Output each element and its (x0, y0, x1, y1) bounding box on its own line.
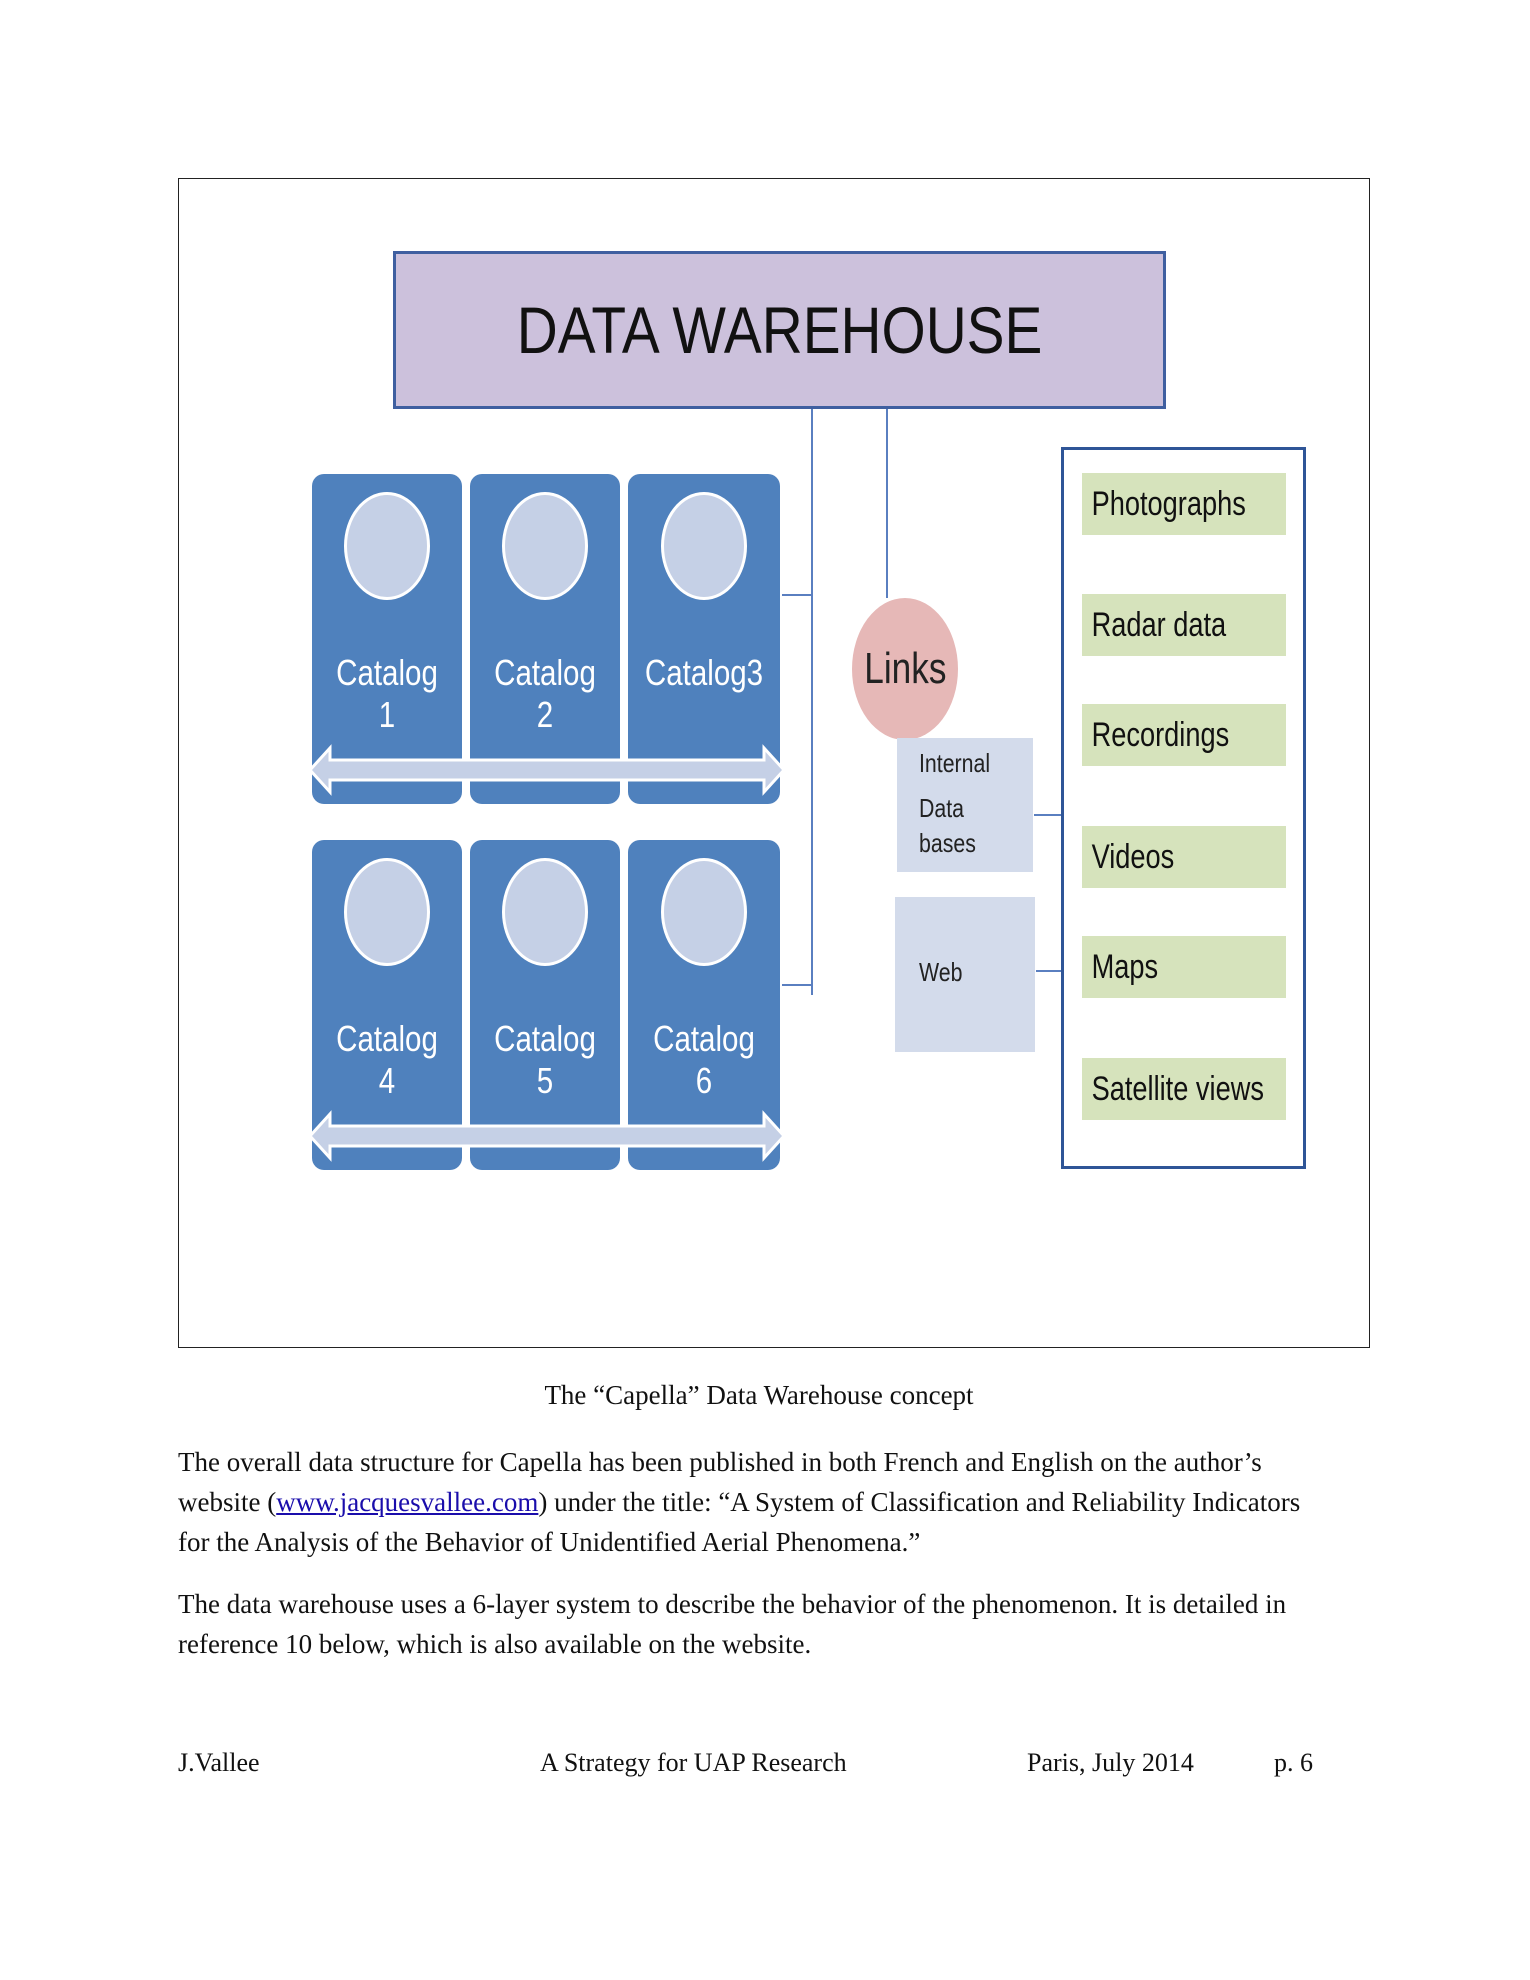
paragraph-1-text-before: The overall data structure for Capella h… (178, 1447, 1262, 1517)
links-label: Links (863, 644, 947, 693)
internal-db-line-3: bases (919, 828, 976, 858)
web-box: Web (895, 897, 1035, 1052)
media-frame (1061, 447, 1306, 1169)
footer-place-date: Paris, July 2014 (1027, 1748, 1194, 1777)
catalog-circle-icon (344, 858, 430, 966)
catalog-circle-icon (502, 858, 588, 966)
data-warehouse-box: DATA WAREHOUSE (393, 251, 1166, 409)
double-arrow-top-icon (307, 744, 787, 796)
footer-title: A Strategy for UAP Research (540, 1748, 847, 1777)
catalog-circle-icon (344, 492, 430, 600)
media-item-radar-data: Radar data (1082, 594, 1286, 656)
media-item-satellite-views: Satellite views (1082, 1058, 1286, 1120)
catalog-card-2: Catalog 2 (470, 474, 620, 804)
connector-internal-db-media (1034, 814, 1062, 816)
internal-db-line-1: Internal (919, 748, 991, 778)
internal-db-line-2: Data (919, 793, 965, 823)
connector-vertical-links (886, 409, 888, 598)
catalog-label: Catalog 5 (494, 1018, 596, 1101)
paragraph-1: The overall data structure for Capella h… (178, 1442, 1328, 1562)
connector-web-media (1036, 970, 1062, 972)
media-item-photographs: Photographs (1082, 473, 1286, 535)
footer-author: J.Vallee (178, 1748, 260, 1777)
catalog-label: Catalog 4 (336, 1018, 438, 1101)
internal-databases-box: Internal Data bases (897, 738, 1033, 872)
catalog-circle-icon (661, 858, 747, 966)
connector-horizontal-bottom-catalogs (782, 984, 812, 986)
connector-vertical-catalogs (811, 409, 813, 995)
catalog-label: Catalog 1 (336, 652, 438, 735)
catalog-label: Catalog 2 (494, 652, 596, 735)
media-item-recordings: Recordings (1082, 704, 1286, 766)
catalog-card-6: Catalog 6 (628, 840, 780, 1170)
website-link[interactable]: www.jacquesvallee.com (276, 1487, 539, 1517)
media-item-maps: Maps (1082, 936, 1286, 998)
web-label: Web (919, 957, 963, 987)
catalog-circle-icon (661, 492, 747, 600)
catalog-card-1: Catalog 1 (312, 474, 462, 804)
catalog-card-3: Catalog3 (628, 474, 780, 804)
catalog-card-5: Catalog 5 (470, 840, 620, 1170)
catalog-label: Catalog3 (644, 652, 764, 693)
catalog-circle-icon (502, 492, 588, 600)
footer-page-number: p. 6 (1274, 1748, 1313, 1777)
double-arrow-bottom-icon (307, 1110, 787, 1162)
connector-horizontal-top-catalogs (782, 594, 812, 596)
paragraph-2: The data warehouse uses a 6-layer system… (178, 1589, 1287, 1659)
media-item-videos: Videos (1082, 826, 1286, 888)
catalog-label: Catalog 6 (653, 1018, 755, 1101)
links-node: Links (852, 598, 958, 740)
data-warehouse-title: DATA WAREHOUSE (516, 293, 1043, 367)
figure-caption: The “Capella” Data Warehouse concept (544, 1380, 974, 1410)
catalog-card-4: Catalog 4 (312, 840, 462, 1170)
paragraph-1-text-after: ) under the title: “A System of Classifi… (178, 1487, 1301, 1557)
